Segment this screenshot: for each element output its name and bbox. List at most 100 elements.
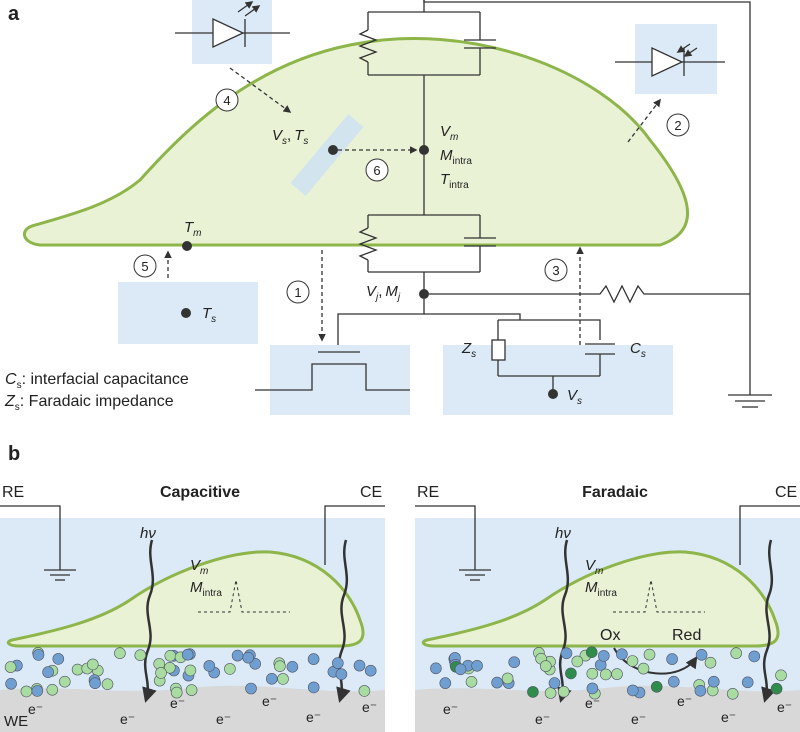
tm-label: Tm [184, 219, 202, 239]
ox-label: Ox [600, 627, 620, 644]
step-4-marker [215, 88, 239, 112]
ion-particle [265, 672, 278, 685]
top-membrane-circuit [358, 0, 496, 148]
ion-particle [89, 677, 101, 690]
ion-particle [748, 650, 761, 663]
step-5-number: 5 [141, 259, 148, 274]
led-icon [615, 43, 725, 78]
electron-label: e⁻ [443, 701, 458, 717]
legend-impedance: Zs: Faradaic impedance [4, 393, 174, 413]
ion-particle [571, 655, 584, 668]
electron-label: e⁻ [120, 711, 135, 727]
ion-particle [471, 659, 483, 672]
photon-wave-left [142, 539, 157, 703]
ion-particle [242, 651, 254, 664]
ion-particle [650, 680, 663, 693]
electron-label: e⁻ [170, 695, 185, 711]
vs-node [548, 389, 558, 399]
cell-body-left [6, 550, 365, 648]
ion-particle [775, 669, 787, 682]
ion-particle [430, 662, 442, 675]
vm-label-right: Vm [585, 557, 603, 577]
electrode-box [443, 345, 673, 415]
ion-particle [335, 668, 348, 681]
ion-particle [465, 675, 478, 688]
electron-label: e⁻ [535, 711, 550, 727]
ion-particle [586, 667, 599, 680]
transistor-icon [255, 351, 410, 391]
hv-label-left: hν [140, 525, 156, 542]
panel-a-label: a [8, 3, 20, 25]
ion-particle [616, 648, 628, 661]
vj-mj-label: Vj,Mj [366, 283, 401, 303]
ground-wire [423, 0, 751, 395]
step-1-number: 1 [294, 285, 301, 300]
ion-particle [170, 686, 183, 699]
ce-label-right: CE [775, 484, 797, 501]
step-1-marker [286, 280, 310, 304]
membrane-node [182, 241, 192, 251]
electrons-left: e⁻e⁻e⁻e⁻e⁻e⁻e⁻ [28, 693, 377, 727]
ion-particle [307, 653, 320, 665]
ion-particle [114, 647, 126, 660]
tintra-label: Tintra [440, 171, 469, 191]
electron-label: e⁻ [362, 699, 377, 715]
ion-particle [184, 664, 197, 677]
ion-particle [307, 681, 320, 694]
ion-particle [5, 677, 17, 690]
electron-label: e⁻ [777, 699, 792, 715]
ion-particle [695, 648, 708, 661]
ion-particle [42, 666, 54, 678]
faradaic-panel [415, 505, 800, 732]
ion-particle [224, 663, 236, 675]
ion-particle [626, 684, 639, 697]
photodiode-icon [175, 1, 290, 49]
ion-particle [164, 649, 177, 662]
hv-label-right: hν [555, 525, 571, 542]
fet-box [270, 345, 410, 415]
ion-particle [286, 660, 299, 673]
ion-particle [181, 648, 194, 661]
ion-particle [59, 675, 71, 688]
intracellular-node [419, 145, 429, 155]
step-4-number: 4 [223, 93, 230, 108]
ion-particle [741, 676, 754, 689]
panel-b-label: b [8, 443, 20, 465]
mintra-label: Mintra [440, 147, 472, 167]
step-6-marker [365, 158, 389, 182]
ion-particle [231, 649, 244, 662]
ion-particle [71, 663, 84, 676]
sensor-node [328, 145, 338, 155]
ion-particle [4, 661, 17, 673]
ion-particle [599, 668, 612, 681]
re-label-right: RE [417, 484, 439, 501]
vm-label-left: Vm [190, 557, 208, 577]
photon-wave-right-2 [761, 539, 776, 703]
electrode-circuit [491, 319, 615, 392]
ion-particle [694, 684, 707, 697]
ion-particle [557, 685, 570, 698]
ion-particle [353, 659, 366, 672]
mintra-label-right: Mintra [585, 579, 617, 599]
ion-particle [155, 667, 167, 679]
ion-particle [491, 676, 503, 689]
ion-particle [501, 672, 514, 685]
ground-icon [728, 394, 772, 408]
step-6-number: 6 [373, 163, 380, 178]
ion-particle [548, 677, 561, 689]
vm-label: Vm [440, 123, 458, 143]
ts-label: Ts [202, 305, 216, 325]
ion-particle [20, 685, 33, 698]
electron-label: e⁻ [721, 709, 736, 725]
electron-label: e⁻ [216, 711, 231, 727]
photon-wave-right [557, 539, 572, 703]
ion-particle [770, 682, 783, 695]
ion-particle [364, 664, 377, 677]
ion-particle [87, 658, 99, 671]
ion-layer-left [4, 647, 377, 699]
we-label: WE [4, 713, 28, 730]
electrons-right: e⁻e⁻e⁻e⁻e⁻e⁻e⁻ [443, 693, 792, 727]
ion-particle [707, 675, 720, 688]
ion-particle [46, 683, 59, 696]
ce-label-left: CE [360, 484, 382, 501]
